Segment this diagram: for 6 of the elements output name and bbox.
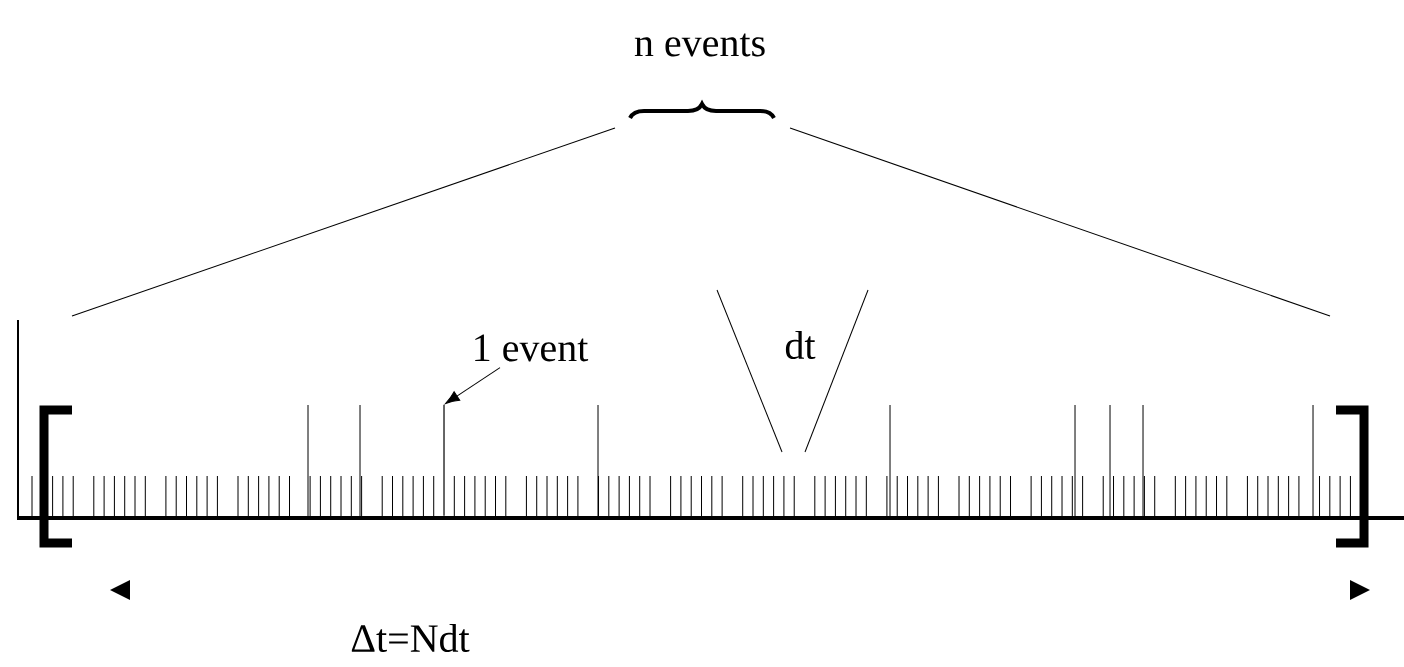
annotation-text: 1 event	[475, 334, 589, 362]
event-tick	[443, 404, 445, 516]
label-text: dt	[785, 330, 816, 360]
label-text: Δt=Ndt	[351, 623, 470, 653]
leader-arrow	[445, 391, 461, 404]
label-text: n events	[634, 33, 765, 57]
